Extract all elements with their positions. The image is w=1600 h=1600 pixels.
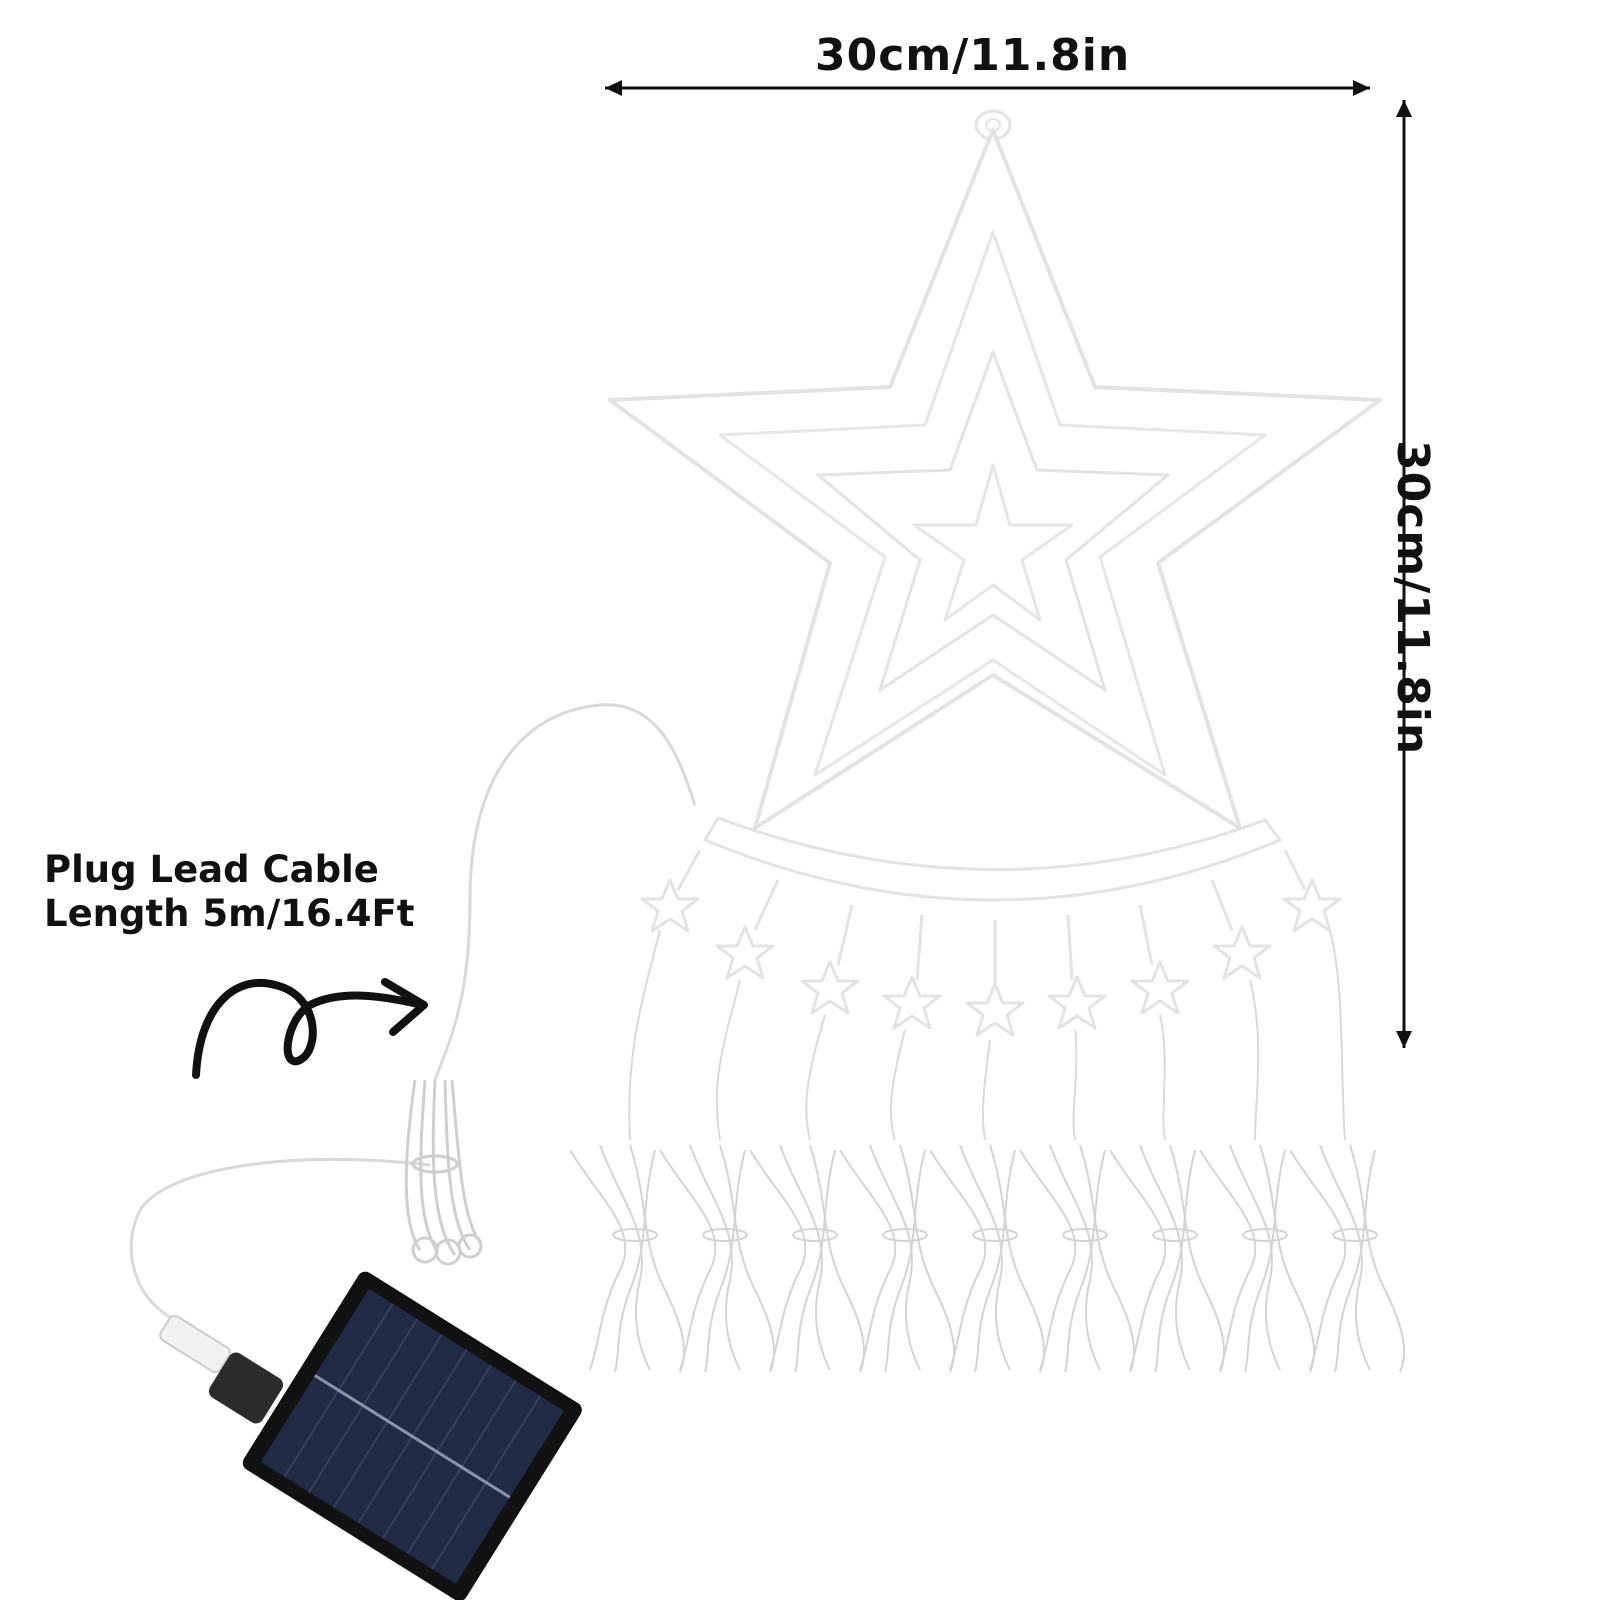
- cable-connector: [159, 1314, 284, 1424]
- cable-coil: [404, 1079, 483, 1266]
- width-dimension-arrow: [605, 80, 1370, 96]
- star-plate: [608, 109, 1382, 902]
- width-dimension-label: 30cm/11.8in: [815, 30, 1131, 81]
- light-bundle-4: [839, 1144, 956, 1373]
- small-star-6: [1047, 914, 1107, 1030]
- small-stars: [640, 849, 1342, 1037]
- height-dimension-label: 30cm/11.8in: [1387, 440, 1438, 756]
- light-bundle-6: [1019, 1144, 1136, 1373]
- small-star-3: [800, 904, 860, 1015]
- light-bundle-9: [1289, 1144, 1406, 1373]
- light-bundle-5: [929, 1144, 1046, 1373]
- cable-note-line-1: Plug Lead Cable: [44, 848, 379, 891]
- curved-arrow-icon: [192, 978, 428, 1079]
- light-bundle-3: [749, 1144, 866, 1373]
- light-bundles: [569, 1144, 1406, 1373]
- small-star-1: [640, 849, 702, 933]
- cable-note-line-2: Length 5m/16.4Ft: [44, 892, 415, 935]
- small-star-4: [882, 914, 942, 1030]
- light-bundle-1: [569, 1144, 686, 1373]
- small-star-5: [965, 920, 1025, 1037]
- small-star-9: [1282, 849, 1342, 933]
- height-dimension-arrow: [1396, 100, 1412, 1048]
- small-star-2: [715, 879, 780, 980]
- light-bundle-7: [1109, 1144, 1226, 1373]
- light-bundle-2: [659, 1144, 776, 1373]
- small-star-7: [1130, 904, 1190, 1015]
- lead-cable: [129, 703, 697, 1322]
- small-star-8: [1210, 879, 1272, 980]
- solar-panel: [242, 1271, 582, 1600]
- light-bundle-8: [1199, 1144, 1316, 1373]
- drop-wires: [628, 929, 1346, 1141]
- cable-length-note: Plug Lead Cable Length 5m/16.4Ft: [44, 848, 414, 936]
